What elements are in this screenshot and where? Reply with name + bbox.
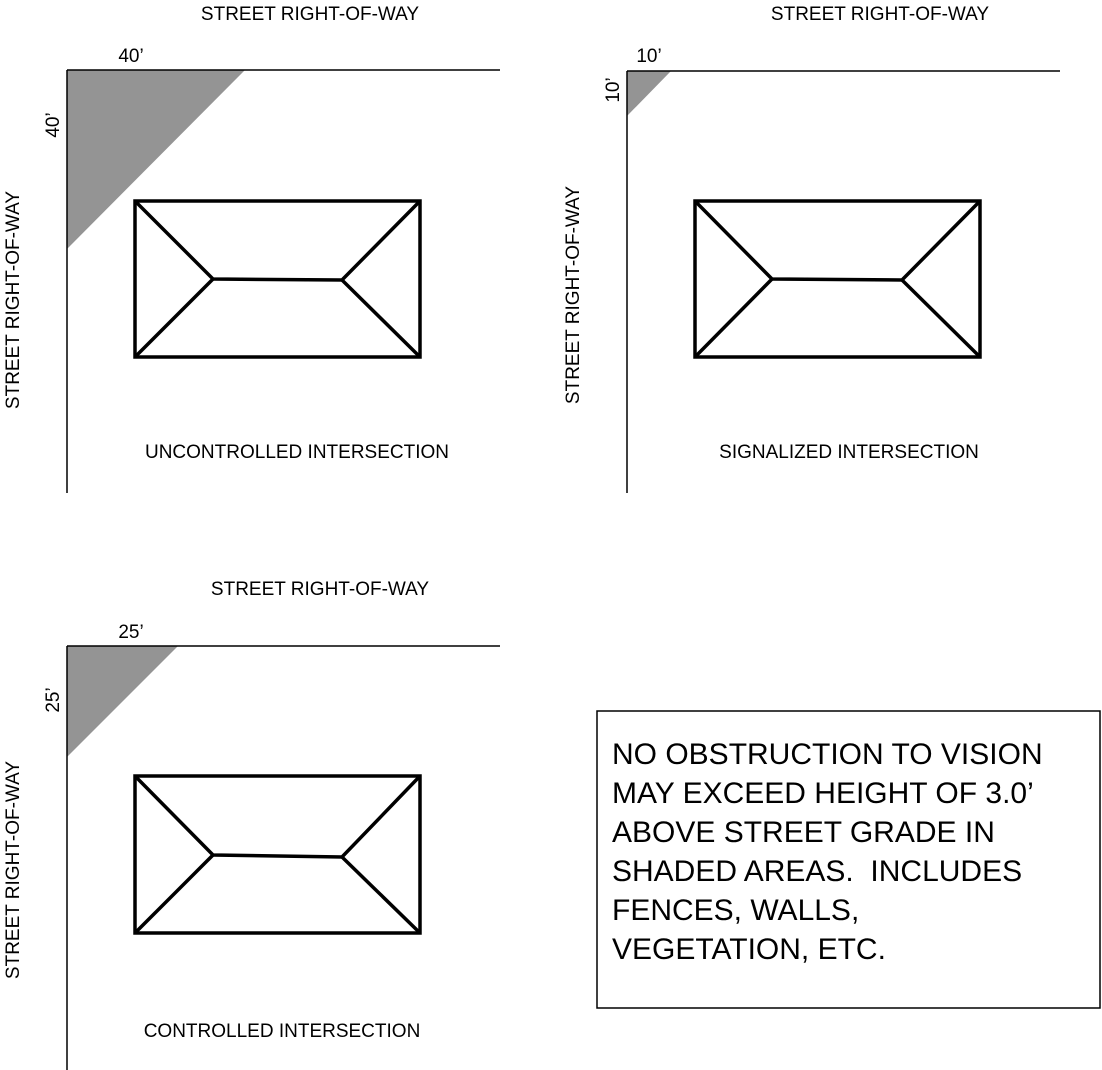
note-line: MAY EXCEED HEIGHT OF 3.0’ — [612, 777, 1034, 810]
street-label-top: STREET RIGHT-OF-WAY — [201, 4, 419, 25]
sight-triangle — [627, 71, 671, 116]
dim-label-side: 25’ — [43, 687, 64, 712]
street-label-side: STREET RIGHT-OF-WAY — [3, 761, 24, 979]
building-outline — [133, 199, 422, 359]
note-line: NO OBSTRUCTION TO VISION — [612, 738, 1043, 771]
caption: SIGNALIZED INTERSECTION — [719, 442, 979, 463]
note-box: NO OBSTRUCTION TO VISION MAY EXCEED HEIG… — [596, 710, 1101, 1009]
dim-label-top: 25’ — [118, 622, 143, 643]
panel-controlled: STREET RIGHT-OF-WAY 25’ 25’ STREET RIGHT… — [3, 579, 500, 1070]
note-line: FENCES, WALLS, — [612, 894, 859, 927]
caption: UNCONTROLLED INTERSECTION — [145, 442, 449, 463]
note-line: ABOVE STREET GRADE IN — [612, 816, 995, 849]
street-label-top: STREET RIGHT-OF-WAY — [771, 4, 989, 25]
sight-triangle — [67, 646, 178, 757]
street-label-top: STREET RIGHT-OF-WAY — [211, 579, 429, 600]
dim-label-top: 10’ — [636, 46, 661, 67]
dim-label-side: 40’ — [43, 112, 64, 137]
panel-uncontrolled: STREET RIGHT-OF-WAY 40’ 40’ STREET RIGHT… — [3, 4, 500, 493]
note-line: SHADED AREAS. INCLUDES — [612, 855, 1022, 888]
panel-signalized: STREET RIGHT-OF-WAY 10’ 10’ STREET RIGHT… — [563, 4, 1060, 493]
sight-triangle — [67, 70, 245, 249]
building-outline — [693, 199, 982, 359]
dim-label-top: 40’ — [118, 46, 143, 67]
building-outline — [133, 774, 422, 935]
dim-label-side: 10’ — [603, 77, 624, 102]
street-label-side: STREET RIGHT-OF-WAY — [3, 191, 24, 409]
note-line: VEGETATION, ETC. — [612, 933, 886, 966]
street-label-side: STREET RIGHT-OF-WAY — [563, 186, 584, 404]
caption: CONTROLLED INTERSECTION — [144, 1021, 421, 1042]
